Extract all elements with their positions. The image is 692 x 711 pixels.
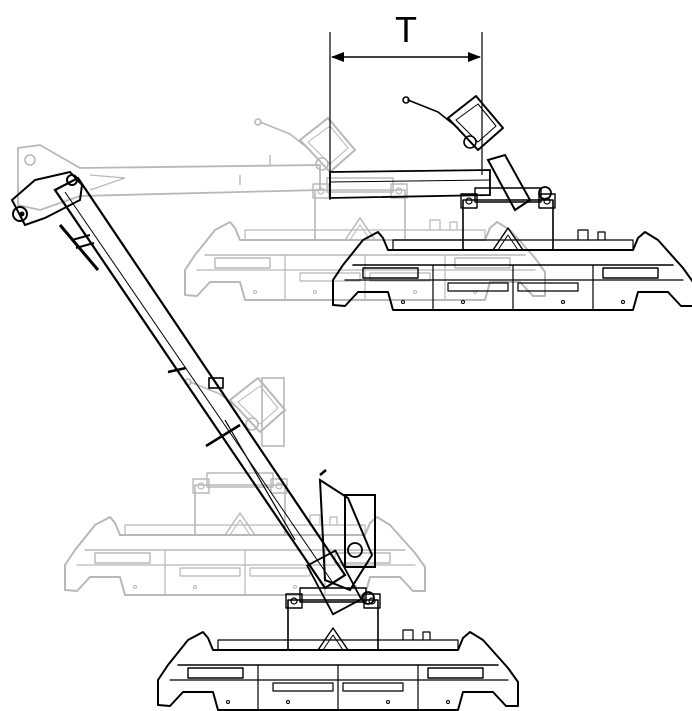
boom-head: [10, 170, 84, 227]
mast-upper: [486, 153, 532, 212]
ghost-truck-upper: [17, 117, 546, 301]
dimension-t: T: [329, 9, 483, 200]
boom-raised: [10, 170, 347, 590]
dimension-label: T: [395, 9, 417, 50]
ghost-truck-lower: [64, 377, 426, 596]
ghost-boom-upper: [17, 144, 321, 211]
boom-raised-arm: [53, 176, 347, 590]
truck-lower: [157, 469, 519, 711]
dimension-arrow-left: [331, 52, 344, 62]
dimension-arrow-right: [468, 52, 481, 62]
truck-upper: [329, 95, 692, 311]
mast-lower: [318, 478, 374, 592]
